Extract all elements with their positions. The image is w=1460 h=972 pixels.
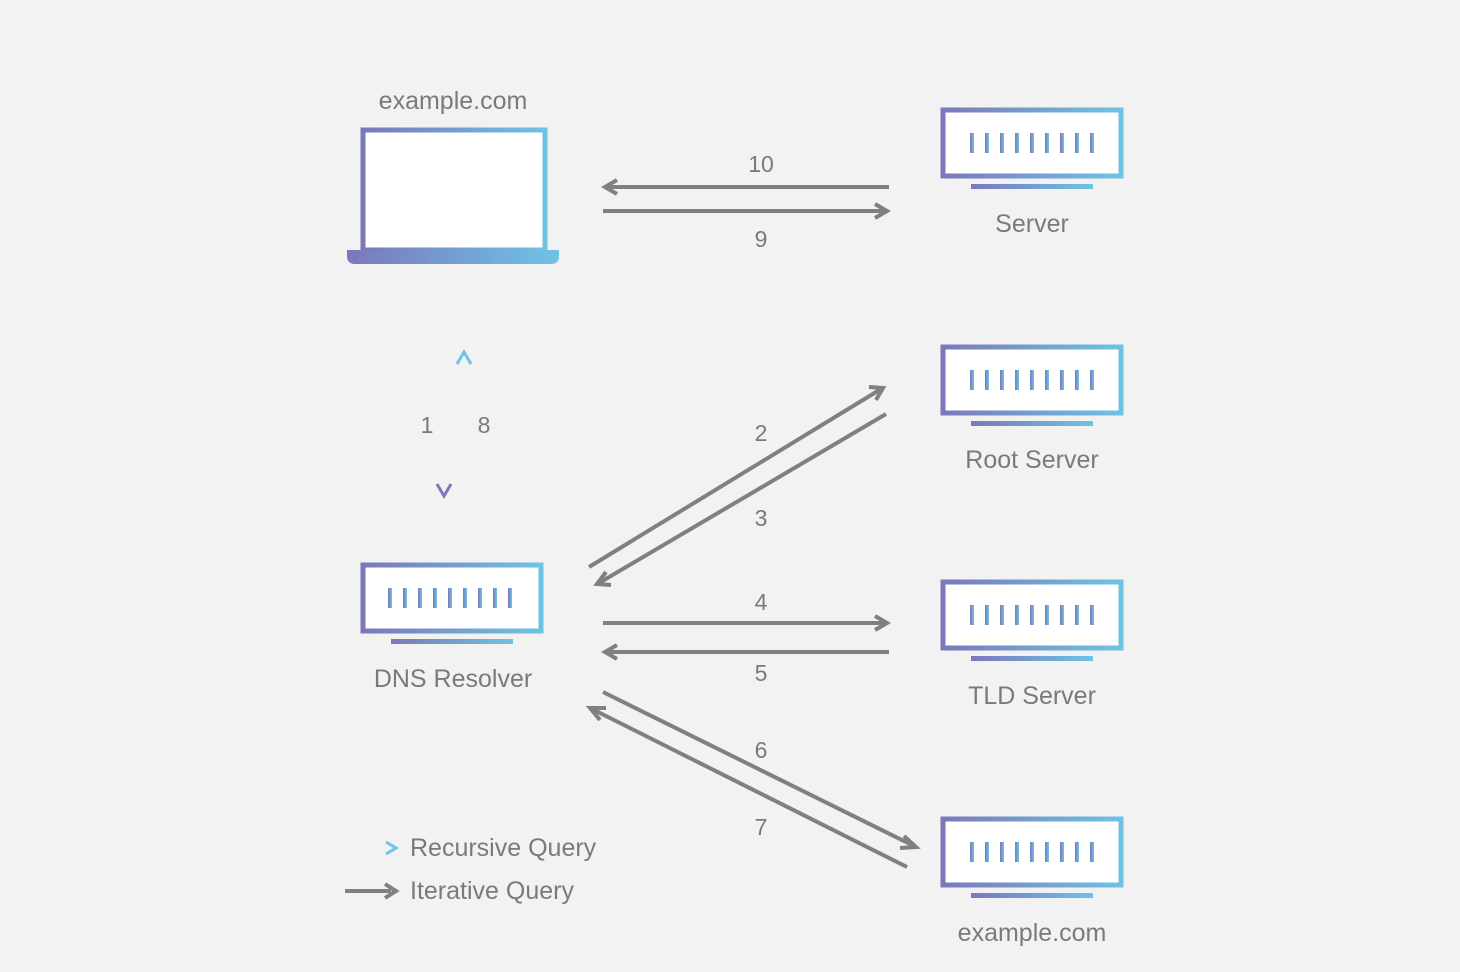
step-6-label: 6 <box>754 737 768 763</box>
tld-server-icon <box>940 579 1124 661</box>
step-1-label: 1 <box>420 412 434 438</box>
step-7-label: 7 <box>754 814 768 840</box>
arrow-step-3 <box>593 412 888 587</box>
step-10-label: 10 <box>748 151 774 177</box>
root-server-label: Root Server <box>965 446 1099 474</box>
step-9-label: 9 <box>754 226 768 252</box>
arrow-step-7 <box>585 706 908 869</box>
arrow-step-4 <box>603 614 891 632</box>
arrow-step-8 <box>455 349 473 496</box>
root-server-icon <box>940 344 1124 426</box>
step-2-label: 2 <box>754 420 768 446</box>
dns-resolver-icon <box>360 562 544 644</box>
legend-iterative-label: Iterative Query <box>410 877 574 905</box>
tld-server-label: TLD Server <box>968 682 1096 710</box>
step-5-label: 5 <box>754 660 768 686</box>
web-server-icon <box>940 107 1124 189</box>
arrow-step-2 <box>587 385 887 569</box>
arrow-step-10 <box>601 178 889 196</box>
legend-recursive-label: Recursive Query <box>410 834 597 862</box>
step-3-label: 3 <box>754 505 768 531</box>
laptop-icon <box>347 127 559 264</box>
step-4-label: 4 <box>754 589 768 615</box>
authoritative-server-icon <box>940 816 1124 898</box>
client-label: example.com <box>378 87 528 115</box>
arrow-step-1 <box>435 352 453 499</box>
arrow-step-9 <box>603 202 891 220</box>
arrow-step-5 <box>601 643 889 661</box>
authoritative-server-label: example.com <box>957 919 1107 947</box>
arrow-step-6 <box>602 690 921 850</box>
server-label: Server <box>995 210 1069 238</box>
dns-resolver-label: DNS Resolver <box>373 665 533 693</box>
legend-iterative-swatch <box>345 882 400 900</box>
legend-recursive-swatch <box>345 840 399 856</box>
step-8-label: 8 <box>477 412 491 438</box>
